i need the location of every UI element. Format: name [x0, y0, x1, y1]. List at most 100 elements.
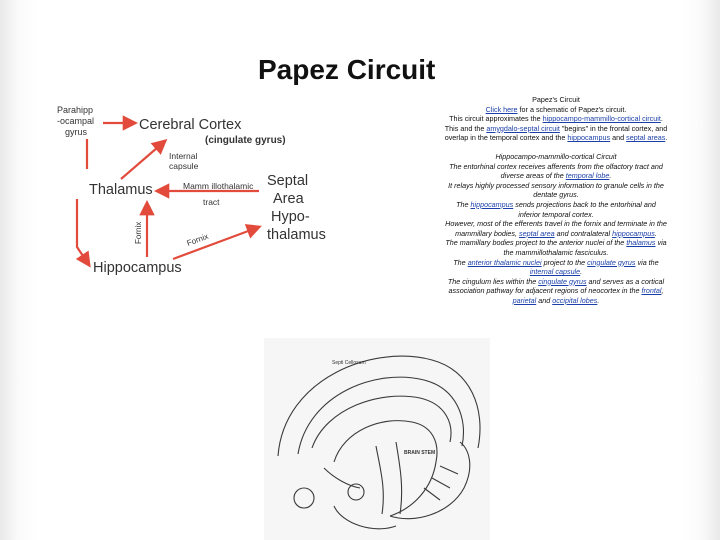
label-capsule: capsule: [169, 161, 199, 171]
link-click-here[interactable]: Click here: [485, 104, 518, 114]
text-line: This circuit approximates the hippocampo…: [418, 114, 694, 124]
label-tract: tract: [203, 197, 220, 207]
label-gyrus: gyrus: [65, 127, 88, 137]
text-line: diverse areas of the temporal lobe.: [418, 171, 694, 181]
text-line: Papez's Circuit: [532, 95, 580, 104]
link-cingulate-gyrus-2[interactable]: cingulate gyrus: [538, 276, 587, 286]
link-septal-areas[interactable]: septal areas: [626, 133, 666, 143]
olfactory-bulb: [293, 487, 315, 509]
label-fornix-left: Fornix: [134, 222, 143, 244]
text-line: mammillary bodies, septal area and contr…: [418, 229, 694, 239]
link-temporal-lobe[interactable]: temporal lobe: [565, 171, 610, 181]
text-span: and serves as a cortical: [586, 276, 665, 286]
amygdala-outline: [333, 505, 397, 530]
text-span: "begins" in the frontal cortex, and: [559, 123, 668, 133]
text-line: The anterior thalamic nuclei project to …: [418, 258, 694, 268]
link-frontal[interactable]: frontal: [641, 286, 662, 296]
link-internal-capsule[interactable]: internal capsule: [529, 267, 581, 277]
link-hippocampus-2[interactable]: hippocampus: [470, 199, 514, 209]
label-mammillothalamic: Mamm illothalamic: [183, 181, 254, 191]
text-span: and: [610, 133, 627, 143]
label-parahipp: Parahipp: [57, 105, 93, 115]
slide-title: Papez Circuit: [258, 54, 436, 85]
text-span: ,: [661, 286, 664, 296]
text-span: overlap in the temporal cortex and the: [444, 133, 568, 143]
text-span: association pathway for adjacent regions…: [448, 286, 642, 296]
text-span: This and the: [444, 123, 487, 133]
text-span: via the: [635, 257, 659, 267]
cingulate-inner-arc: [297, 376, 464, 455]
text-span: This circuit approximates the: [449, 114, 543, 124]
arrow-thalamus-to-cortex: [120, 138, 168, 180]
link-parietal[interactable]: parietal: [512, 295, 537, 305]
label-hypo: Hypo-: [271, 209, 310, 225]
papez-schematic: Parahipp -ocampal gyrus Cerebral Cortex …: [55, 99, 328, 287]
text-span: .: [654, 228, 657, 238]
text-line: This and the amygdalo-septal circuit "be…: [418, 124, 694, 134]
text-line: parietal and occipital lobes.: [418, 296, 694, 306]
text-span: The mamillary bodies project to the ante…: [445, 238, 627, 248]
label-hippocampus: Hippocampus: [93, 260, 182, 276]
text-span: and: [536, 295, 553, 305]
text-line: Click here for a schematic of Papez's ci…: [418, 105, 694, 115]
text-line: Hippocampo-mammillo-cortical Circuit: [495, 151, 617, 161]
mammillary-body: [347, 483, 365, 501]
label-corpus-callosum: Septi Cellosum: [332, 360, 366, 366]
text-span: The cingulum lies within the: [447, 276, 539, 286]
label-thalamus-2: thalamus: [267, 227, 326, 243]
text-line: The hippocampus sends projections back t…: [418, 200, 694, 210]
link-anterior-thalamic-nuclei[interactable]: anterior thalamic nuclei: [467, 257, 542, 267]
text-span: The: [456, 199, 471, 209]
label-cingulate-gyrus: (cingulate gyrus): [205, 135, 286, 146]
fiber-lines: [323, 465, 459, 501]
text-span: for a schematic of Papez's circuit.: [517, 104, 627, 114]
text-span: .: [665, 133, 668, 143]
text-line: inferior temporal cortex.: [518, 209, 594, 219]
text-line: the mammillothalamic fasciculus.: [503, 247, 609, 257]
label-area: Area: [273, 191, 305, 207]
text-span: project to the: [541, 257, 588, 267]
link-hippocampo-mammillo-cortical[interactable]: hippocampo-mammillo-cortical circuit: [542, 114, 661, 124]
link-cingulate-gyrus[interactable]: cingulate gyrus: [587, 257, 636, 267]
text-line: However, most of the efferents travel in…: [445, 219, 667, 229]
text-span: mammillary bodies,: [455, 228, 520, 238]
text-span: diverse areas of the: [500, 171, 566, 181]
text-span: .: [580, 267, 583, 277]
link-occipital-lobes[interactable]: occipital lobes: [552, 295, 598, 305]
text-line: It relays highly processed sensory infor…: [448, 180, 664, 190]
link-hippocampus-3[interactable]: hippocampus: [612, 228, 655, 238]
text-span: .: [660, 114, 663, 124]
text-span: and contralateral: [554, 228, 613, 238]
corpus-callosum-arc: [311, 395, 452, 449]
link-septal-area[interactable]: septal area: [519, 228, 555, 238]
text-line: overlap in the temporal cortex and the h…: [418, 133, 694, 143]
text-line: internal capsule.: [418, 267, 694, 277]
text-line: The cingulum lies within the cingulate g…: [418, 277, 694, 287]
link-hippocampus[interactable]: hippocampus: [567, 133, 611, 143]
fornix-arc: [333, 420, 438, 517]
text-line: The entorhinal cortex receives afferents…: [449, 161, 663, 171]
cingulate-outer-arc: [277, 355, 481, 457]
label-fornix-bottom: Fornix: [186, 232, 210, 248]
label-cerebral-cortex: Cerebral Cortex: [139, 117, 242, 133]
label-ocampal: -ocampal: [57, 116, 94, 126]
paragraph-gap: [418, 143, 694, 152]
text-line: association pathway for adjacent regions…: [418, 286, 694, 296]
arrow-hippocampus-to-septal: [172, 224, 262, 261]
hippocampus-curl: [389, 441, 471, 520]
arrow-left-loop: [77, 139, 89, 265]
text-line: The mamillary bodies project to the ante…: [418, 238, 694, 248]
label-internal: Internal: [169, 151, 197, 161]
text-span: The: [453, 257, 468, 267]
text-span: sends projections back to the entorhinal…: [513, 199, 656, 209]
text-span: .: [609, 171, 612, 181]
text-line: dentate gyrus.: [533, 190, 579, 200]
italic-section: Hippocampo-mammillo-cortical Circuit The…: [418, 152, 694, 306]
text-span: .: [597, 295, 600, 305]
limbic-brain-illustration: Septi Cellosum BRAIN STEM: [264, 338, 490, 540]
brain-stem: [375, 441, 403, 515]
link-thalamus[interactable]: thalamus: [626, 238, 656, 248]
label-septal: Septal: [267, 173, 308, 189]
link-amygdalo-septal[interactable]: amygdalo-septal circuit: [486, 123, 560, 133]
label-thalamus: Thalamus: [89, 182, 153, 198]
